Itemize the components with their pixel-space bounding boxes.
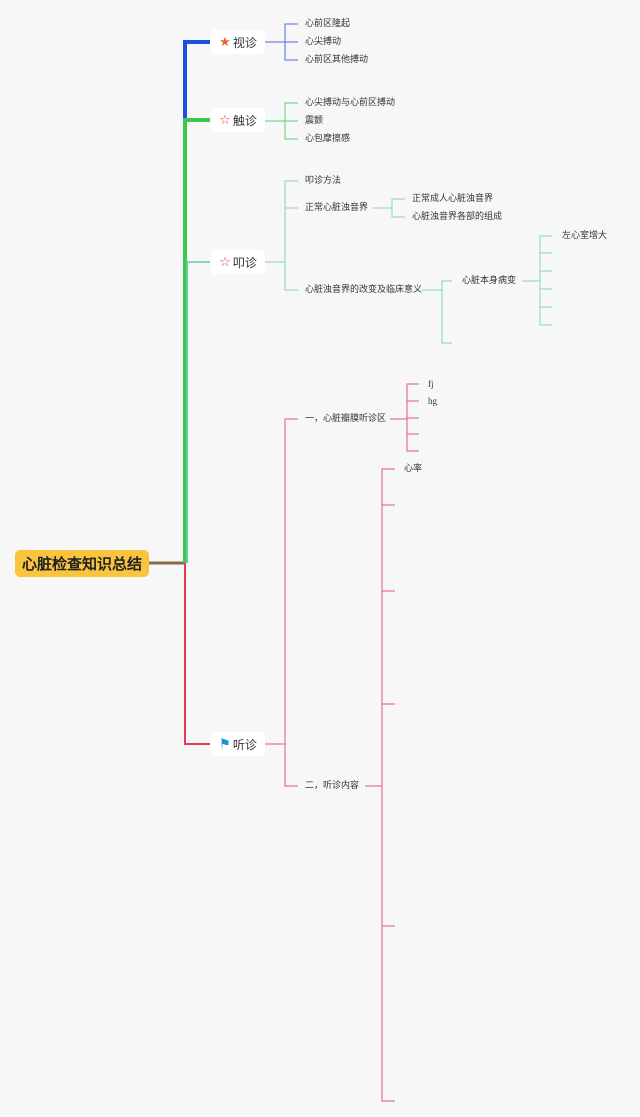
flag-icon: ⚑ <box>219 736 231 752</box>
topic[interactable]: 心前区隆起 <box>305 19 351 29</box>
topic[interactable]: hg <box>428 396 437 406</box>
topic[interactable]: 心脏浊音界各部的组成 <box>412 212 503 222</box>
topic[interactable]: 一，心脏瓣膜听诊区 <box>305 414 387 424</box>
star-filled-icon: ★ <box>219 34 231 50</box>
topic[interactable]: 左心室增大 <box>562 231 608 241</box>
topic[interactable]: 叩诊方法 <box>305 176 342 186</box>
topic[interactable]: fj <box>428 379 434 389</box>
topic[interactable]: 正常成人心脏浊音界 <box>412 194 494 204</box>
root-topic[interactable]: 心脏检查知识总结 <box>15 550 149 577</box>
branch-label: 触诊 <box>232 113 257 128</box>
topic[interactable]: 二，听诊内容 <box>305 781 360 791</box>
topic[interactable]: 心包摩擦感 <box>305 134 351 144</box>
branch-percussion[interactable]: ☆ 叩诊 <box>211 250 265 274</box>
topic[interactable]: 心率 <box>404 464 423 474</box>
star-outline-icon: ☆ <box>219 112 231 128</box>
topic[interactable]: 心脏本身病变 <box>462 276 517 286</box>
topic[interactable]: 心尖搏动 <box>305 37 342 47</box>
topic[interactable]: 心脏浊音界的改变及临床意义 <box>305 285 423 295</box>
branch-inspection[interactable]: ★ 视诊 <box>211 30 265 54</box>
topic[interactable]: 心尖搏动与心前区搏动 <box>305 98 396 108</box>
topic[interactable]: 正常心脏浊音界 <box>305 203 369 213</box>
branch-palpation[interactable]: ☆ 触诊 <box>211 108 265 132</box>
branch-label: 叩诊 <box>232 255 257 270</box>
branch-label: 视诊 <box>232 35 257 50</box>
star-outline-icon: ☆ <box>219 254 231 270</box>
topic[interactable]: 心前区其他搏动 <box>305 55 369 65</box>
branch-auscultation[interactable]: ⚑ 听诊 <box>211 732 265 756</box>
topic[interactable]: 震颤 <box>305 116 324 126</box>
branch-label: 听诊 <box>232 737 257 752</box>
